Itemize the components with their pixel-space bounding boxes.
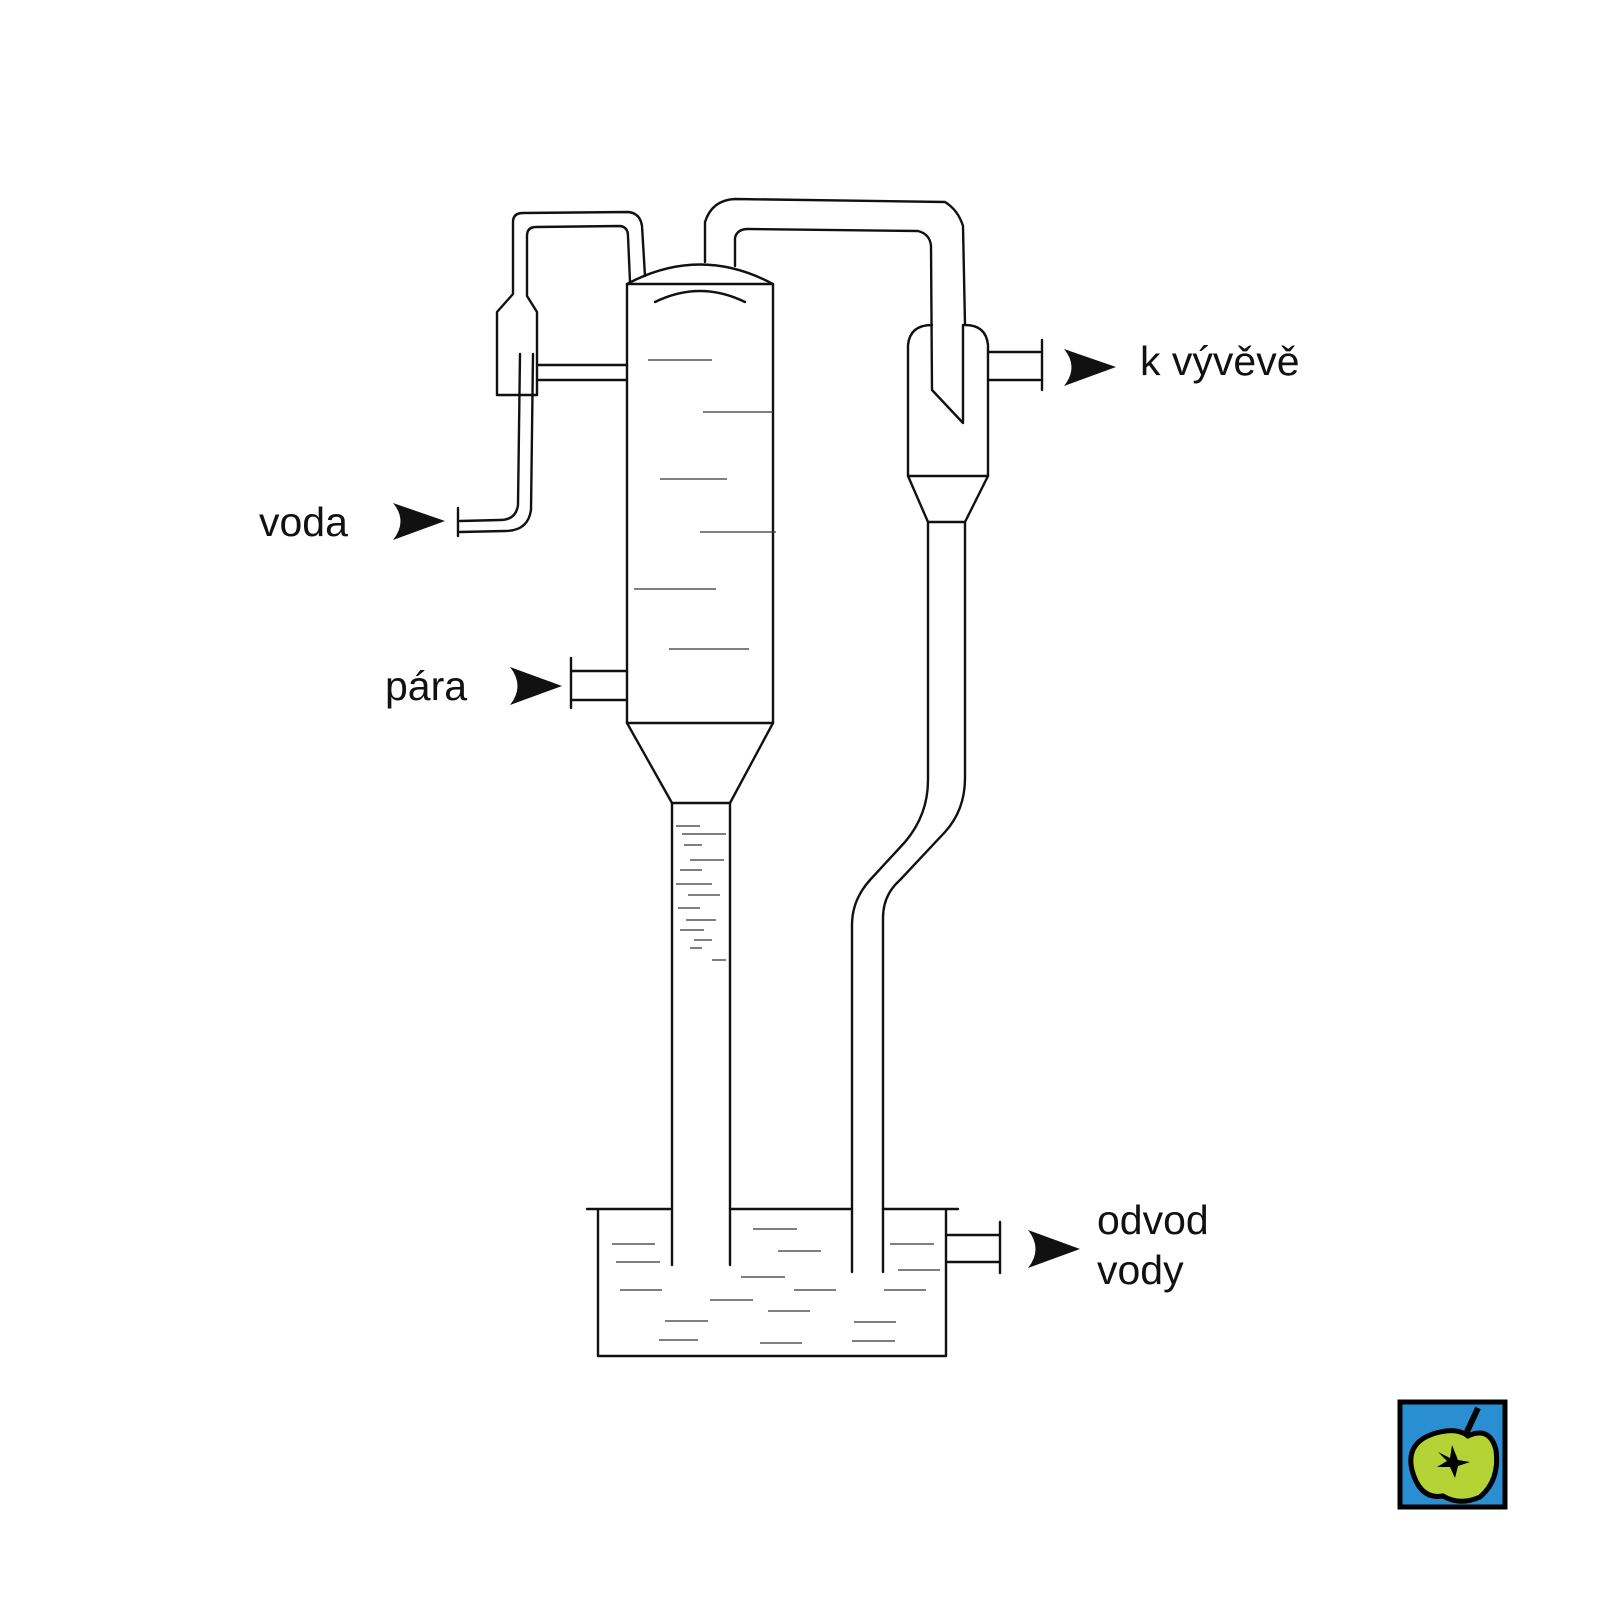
label-steam-in: pára <box>385 663 468 709</box>
apple-logo-icon <box>1397 1399 1508 1510</box>
arrow-icon <box>510 667 562 705</box>
label-vacuum-out: k vývěvě <box>1140 338 1300 384</box>
hot-well-tank <box>585 1207 1002 1358</box>
water-feed-pipe <box>456 210 647 538</box>
label-water-in: voda <box>259 499 348 545</box>
arrow-icon <box>1064 349 1116 386</box>
label-water-out-2: vody <box>1097 1247 1184 1293</box>
arrow-icon <box>1028 1230 1080 1268</box>
condenser-column <box>569 263 776 1267</box>
label-water-out-1: odvod <box>1097 1197 1209 1243</box>
vacuum-pipe-separator <box>703 197 1044 1274</box>
arrow-icon <box>393 503 445 540</box>
